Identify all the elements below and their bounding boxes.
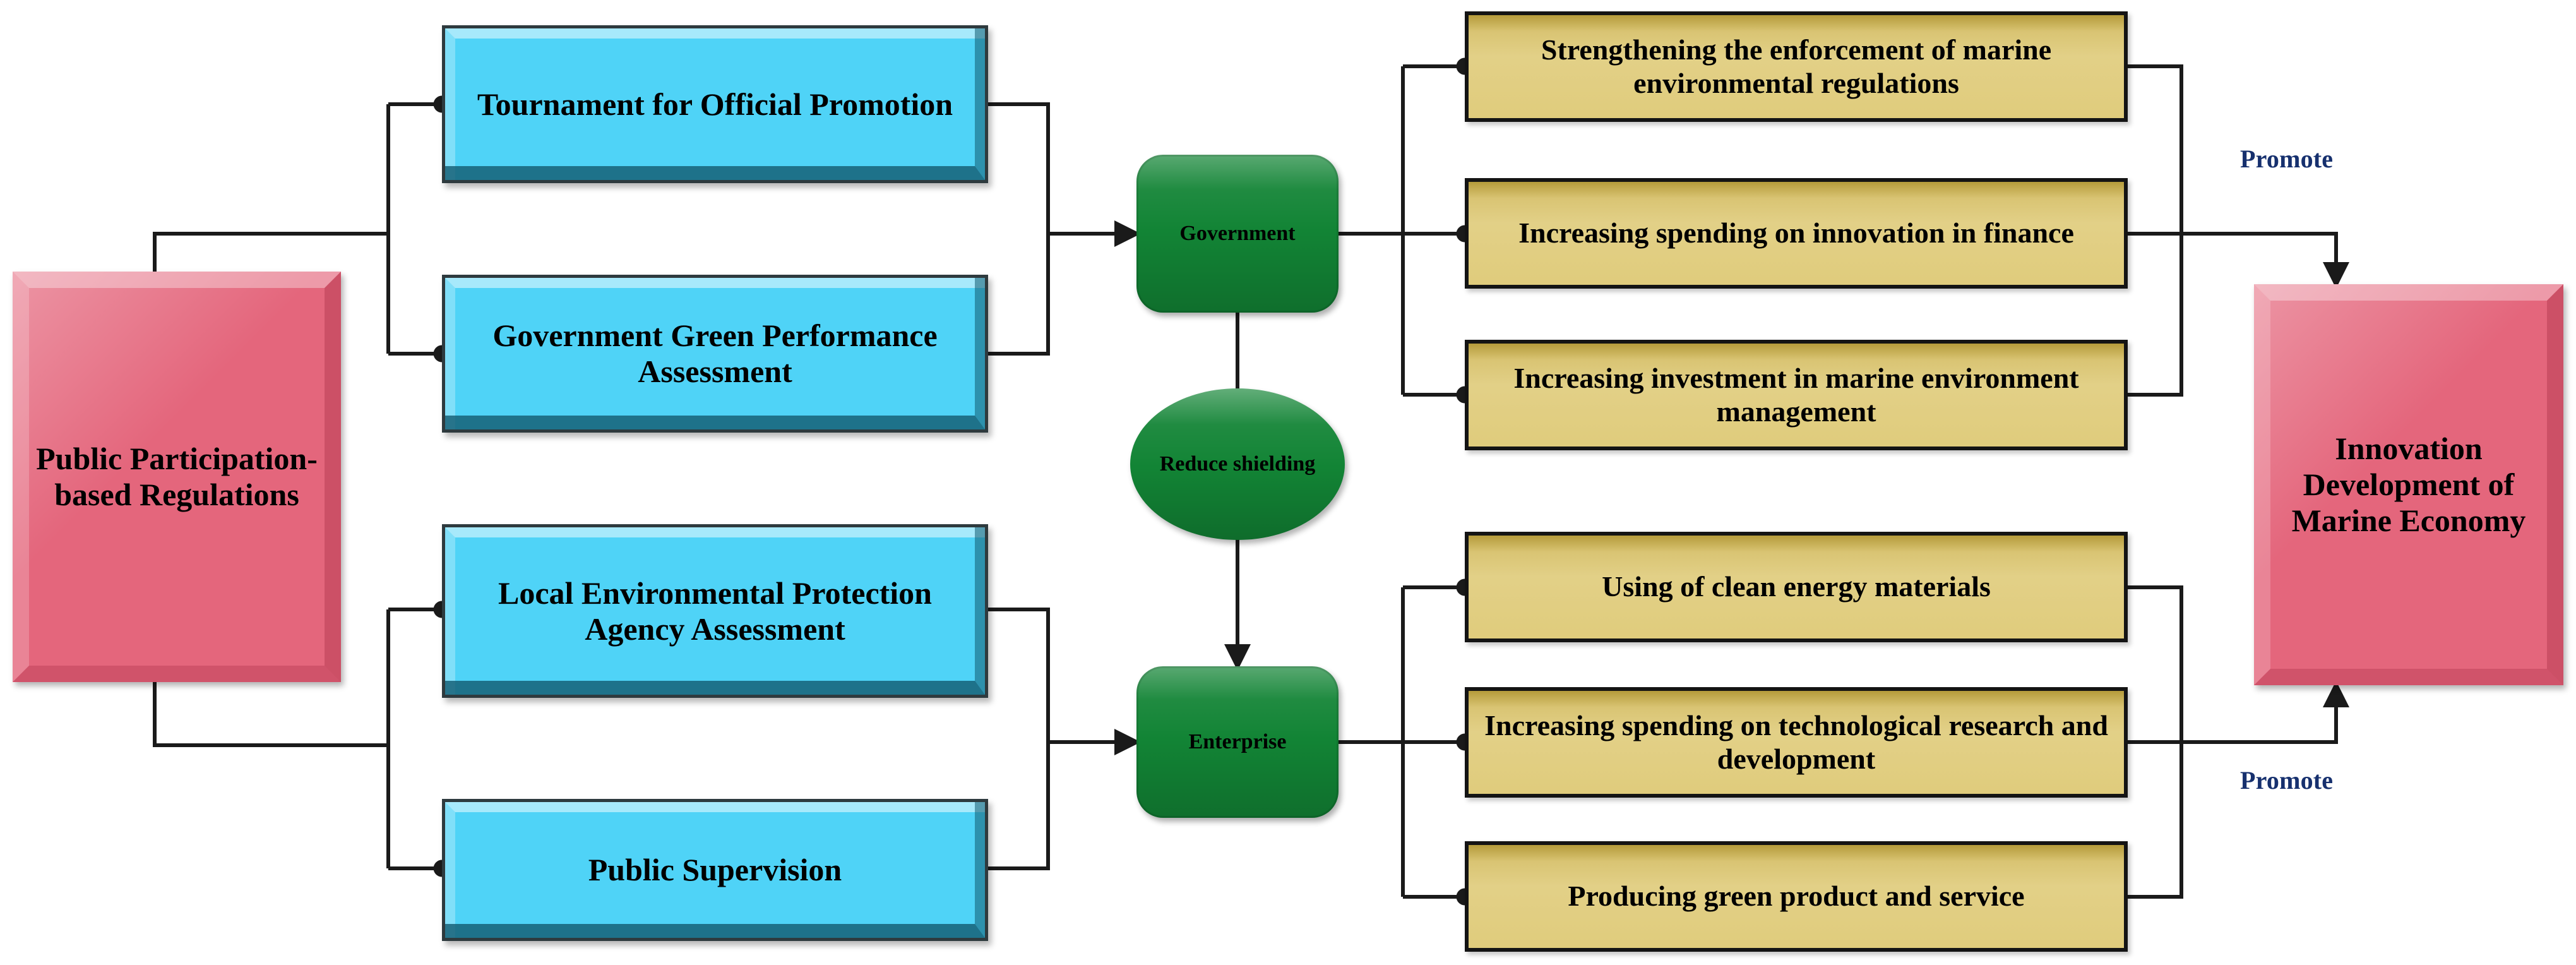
outcome-node-label: Innovation Development of Marine Economy (2291, 431, 2526, 538)
mechanism-public-supervision[interactable]: Public Supervision (442, 799, 988, 941)
actor-label: Government (1179, 221, 1296, 245)
mechanism-label: Local Environmental Protection Agency As… (498, 575, 932, 647)
action-label: Increasing spending on technological res… (1484, 709, 2108, 775)
mechanism-tournament-for-official-promotion[interactable]: Tournament for Official Promotion (442, 25, 988, 183)
actor-label: Enterprise (1188, 729, 1287, 753)
action-label: Strengthening the enforcement of marine … (1541, 33, 2052, 99)
outcome-node-innovation-development-marine-economy[interactable]: Innovation Development of Marine Economy (2254, 284, 2563, 685)
edge-gov-action-1-out (2128, 64, 2183, 234)
mechanism-local-environmental-protection-agency-assessment[interactable]: Local Environmental Protection Agency As… (442, 524, 988, 698)
action-increasing-investment-marine-environment-management[interactable]: Increasing investment in marine environm… (1465, 340, 2128, 450)
mechanism-label: Government Green Performance Assessment (492, 318, 938, 389)
edge-ent-action-3-out (2128, 742, 2183, 899)
edge-public-sup-out (988, 742, 1050, 870)
action-using-clean-energy-materials[interactable]: Using of clean energy materials (1465, 532, 2128, 642)
action-increasing-spending-technological-research-development[interactable]: Increasing spending on technological res… (1465, 687, 2128, 798)
edge-label-promote-bottom: Promote (2240, 766, 2334, 794)
mechanism-government-green-performance-assessment[interactable]: Government Green Performance Assessment (442, 275, 988, 433)
action-strengthening-enforcement-marine-regulations[interactable]: Strengthening the enforcement of marine … (1465, 11, 2128, 122)
edge-green-perf-out (988, 234, 1050, 356)
edge-source-to-bottom-trunk (153, 682, 388, 747)
edge-gov-action-3-out (2128, 234, 2183, 397)
edge-label-promote-top: Promote (2240, 145, 2334, 173)
mechanism-label: Public Supervision (588, 852, 842, 887)
actor-node-government[interactable]: Government (1136, 155, 1339, 313)
actor-node-enterprise[interactable]: Enterprise (1136, 666, 1339, 818)
action-producing-green-product-and-service[interactable]: Producing green product and service (1465, 841, 2128, 952)
edge-ent-action-2-out (2128, 681, 2349, 744)
mediator-label: Reduce shielding (1159, 452, 1316, 476)
edge-tournament-out (988, 102, 1050, 234)
edge-ent-action-1-out (2128, 585, 2183, 742)
source-node-public-participation-regulations[interactable]: Public Participation-based Regulations (13, 272, 341, 682)
mechanism-label: Tournament for Official Promotion (477, 86, 953, 122)
action-label: Producing green product and service (1568, 880, 2025, 913)
action-label: Increasing investment in marine environm… (1513, 362, 2079, 428)
actor-node-reduce-shielding[interactable]: Reduce shielding (1130, 388, 1345, 540)
edge-source-to-top-trunk (153, 232, 388, 272)
edge-lepa-out (988, 608, 1050, 742)
edge-gov-action-2-out (2128, 232, 2349, 289)
action-increasing-spending-innovation-finance[interactable]: Increasing spending on innovation in fin… (1465, 178, 2128, 289)
action-label: Increasing spending on innovation in fin… (1518, 217, 2074, 249)
action-label: Using of clean energy materials (1602, 570, 1991, 603)
source-node-label: Public Participation-based Regulations (36, 441, 318, 512)
